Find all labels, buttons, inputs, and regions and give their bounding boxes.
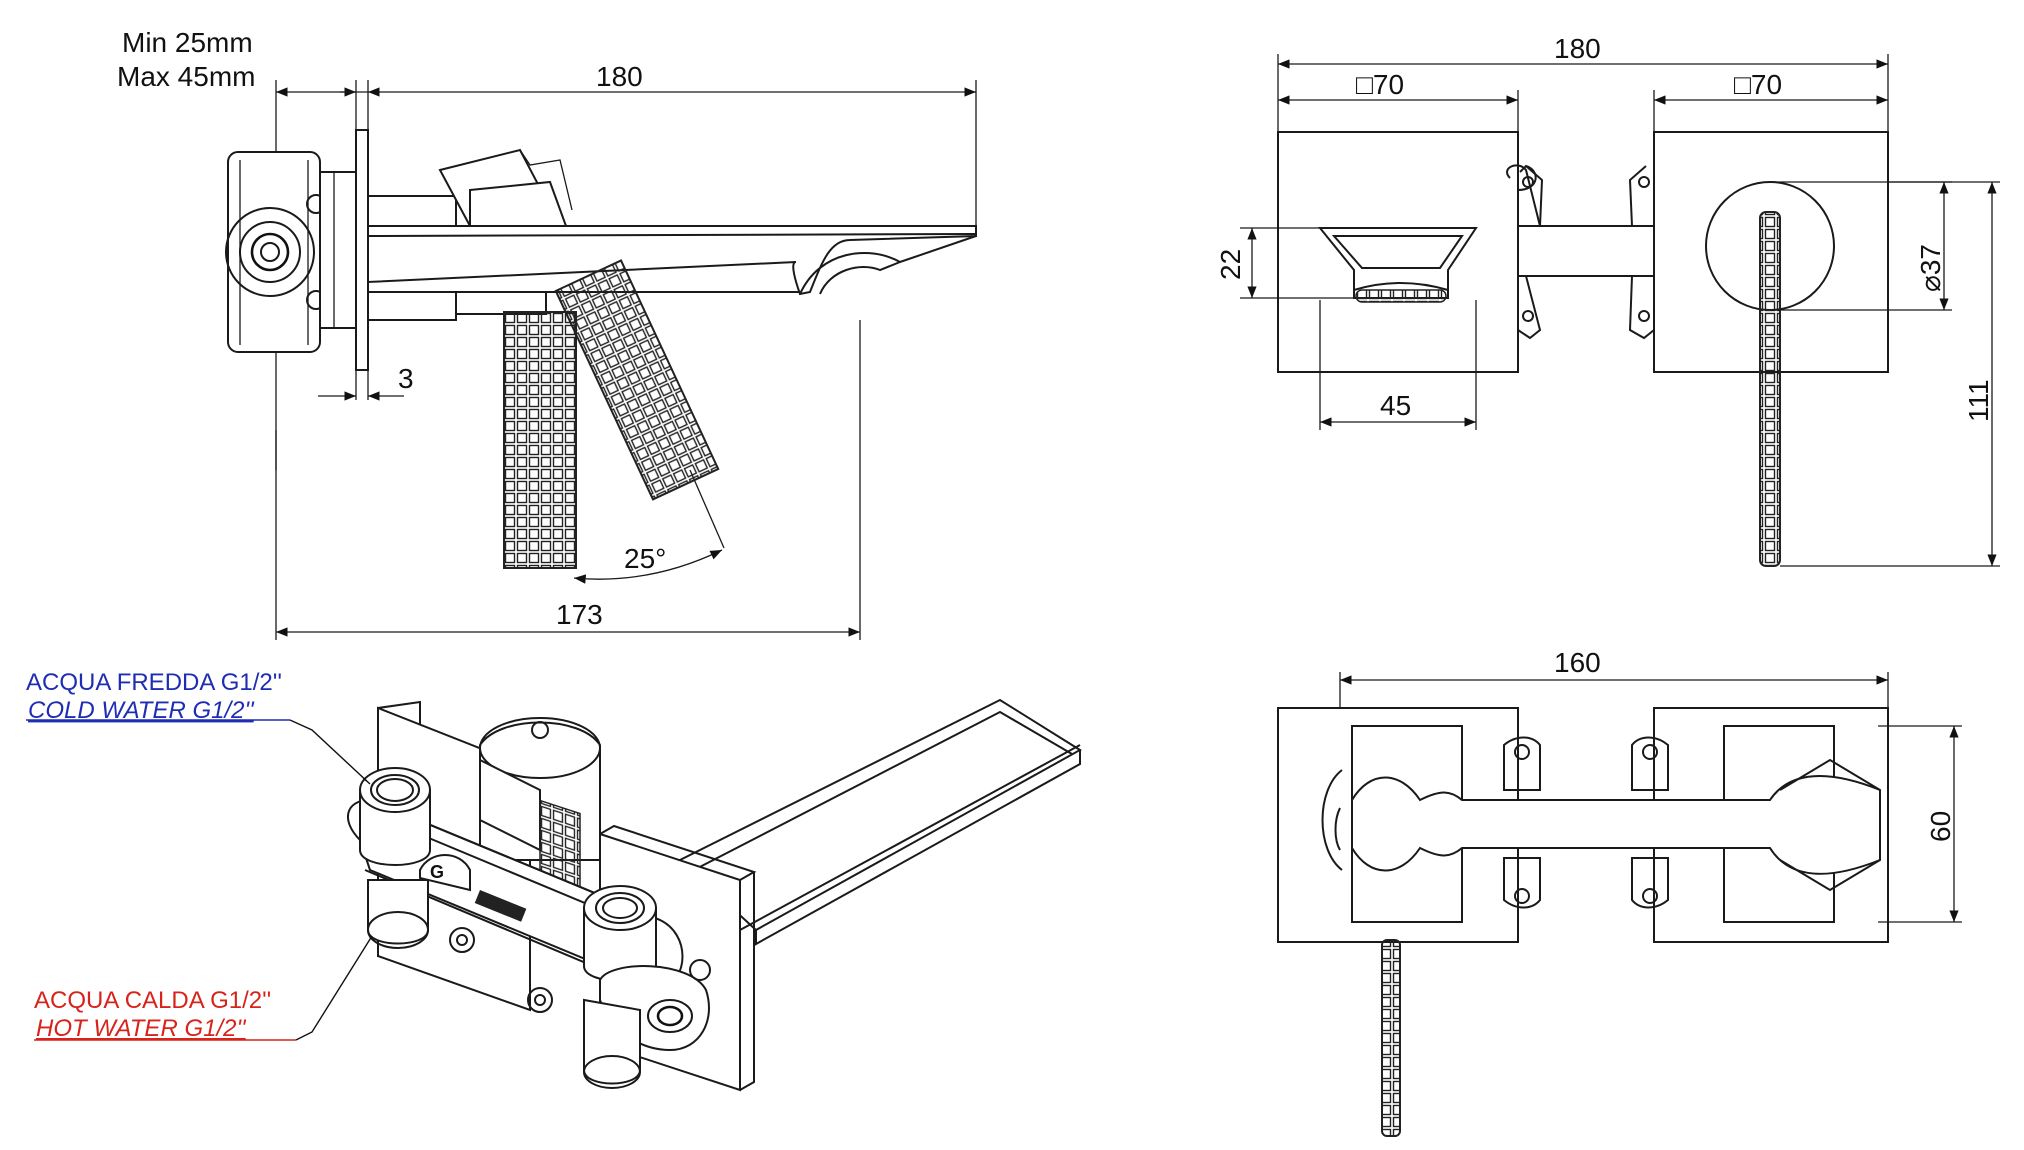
dim-plate-thickness: 3 — [398, 363, 414, 394]
dim-side-length: 180 — [596, 61, 643, 92]
rear-view: 160 60 — [1277, 647, 1962, 1137]
dim-plate-right: □70 — [1734, 69, 1782, 100]
dim-lever-length: 111 — [1963, 379, 1994, 422]
hot-water-label-en: HOT WATER G1/2'' — [36, 1015, 247, 1042]
dim-projection: 173 — [556, 599, 603, 630]
side-view: Min 25mm Max 45mm 180 3 173 — [117, 27, 977, 640]
inlet-leaders — [26, 719, 373, 1041]
dim-wall-max: Max 45mm — [117, 61, 255, 92]
cold-water-label-it: ACQUA FREDDA G1/2'' — [26, 669, 282, 696]
dim-rosette: ⌀37 — [1915, 244, 1946, 292]
dim-wall-min: Min 25mm — [122, 27, 253, 58]
cold-water-label-en: COLD WATER G1/2'' — [28, 697, 255, 724]
dim-rear-height: 60 — [1925, 811, 1956, 842]
hot-water-label-it: ACQUA CALDA G1/2'' — [34, 987, 271, 1014]
dim-spout-width: 45 — [1380, 390, 1411, 421]
front-view: 180 □70 □70 22 45 — [1215, 33, 2000, 567]
dim-rear-width: 160 — [1554, 647, 1601, 678]
isometric-view: G — [347, 698, 1082, 1092]
dim-spout-height: 22 — [1215, 249, 1246, 280]
dim-lever-angle: 25° — [624, 543, 666, 574]
dim-front-width: 180 — [1554, 33, 1601, 64]
isometric-logo: G — [430, 862, 444, 882]
dim-plate-left: □70 — [1356, 69, 1404, 100]
